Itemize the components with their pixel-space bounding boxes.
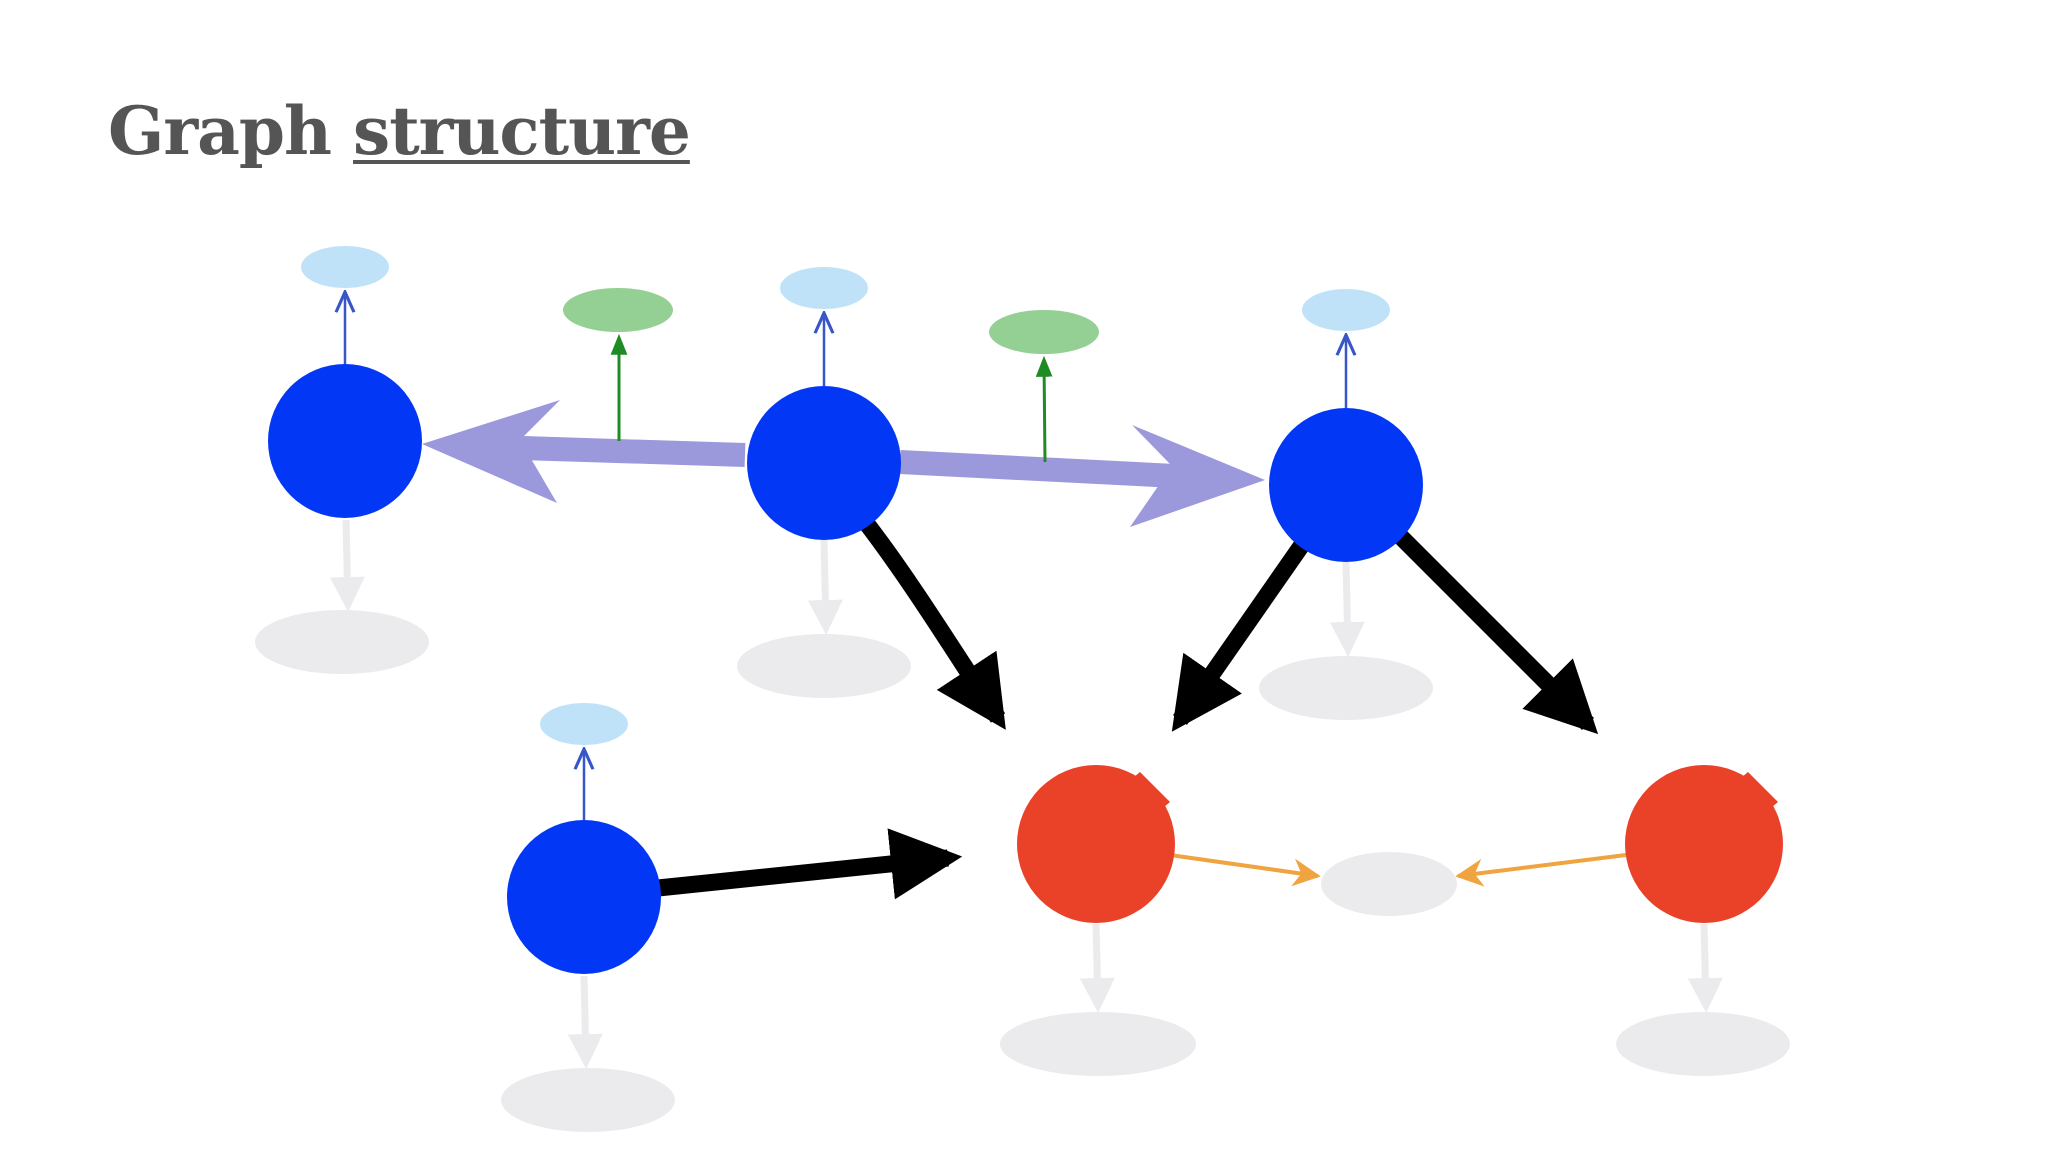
- gray-edge-1: [329, 519, 365, 612]
- purple-arrowhead-right: [1130, 425, 1265, 527]
- black-edge-node2-to-red1: [857, 514, 1006, 730]
- green-ellipse-right: [989, 310, 1099, 354]
- orange-edge-red1-to-center: [1169, 853, 1321, 887]
- light-blue-ellipse-2: [780, 267, 868, 309]
- gray-ellipse-center: [1321, 852, 1457, 916]
- red-node-2: [1625, 765, 1783, 923]
- purple-edge-right: [899, 450, 1216, 490]
- gray-ellipse-node3: [1259, 656, 1433, 720]
- light-blue-ellipse-1: [301, 246, 389, 288]
- gray-ellipse-node1: [255, 610, 429, 674]
- black-edge-node3-to-red2: [1389, 525, 1599, 735]
- red-node-2-notch: [1736, 772, 1778, 812]
- orange-edge-red2-to-center: [1455, 853, 1627, 887]
- gray-edge-2: [807, 539, 843, 635]
- title-link-structure[interactable]: structure: [353, 92, 691, 170]
- gray-ellipse-node4: [501, 1068, 675, 1132]
- gray-ellipse-node2: [737, 634, 911, 698]
- red-node-1-notch: [1128, 772, 1170, 812]
- green-ellipse-left: [563, 288, 673, 332]
- title-text: Graph: [108, 92, 332, 170]
- gray-ellipse-node6: [1616, 1012, 1790, 1076]
- blue-node-1: [268, 364, 422, 518]
- blue-node-4: [507, 820, 661, 974]
- light-blue-ellipse-3: [1302, 289, 1390, 331]
- gray-edge-3: [1329, 561, 1365, 657]
- gray-edge-5: [1079, 923, 1115, 1013]
- purple-arrowhead-left: [422, 400, 560, 503]
- slide-title: Graph structure: [108, 92, 691, 170]
- gray-edge-6: [1687, 923, 1723, 1013]
- gray-ellipse-node5: [1000, 1012, 1196, 1076]
- black-edge-node3-to-red1: [1171, 537, 1311, 732]
- gray-edge-4: [567, 975, 603, 1069]
- black-edge-node4-to-red1: [657, 828, 963, 900]
- blue-node-2: [747, 386, 901, 540]
- red-node-1: [1017, 765, 1175, 923]
- blue-node-3: [1269, 408, 1423, 562]
- green-edge-right: [1035, 355, 1053, 463]
- light-blue-ellipse-4: [540, 703, 628, 745]
